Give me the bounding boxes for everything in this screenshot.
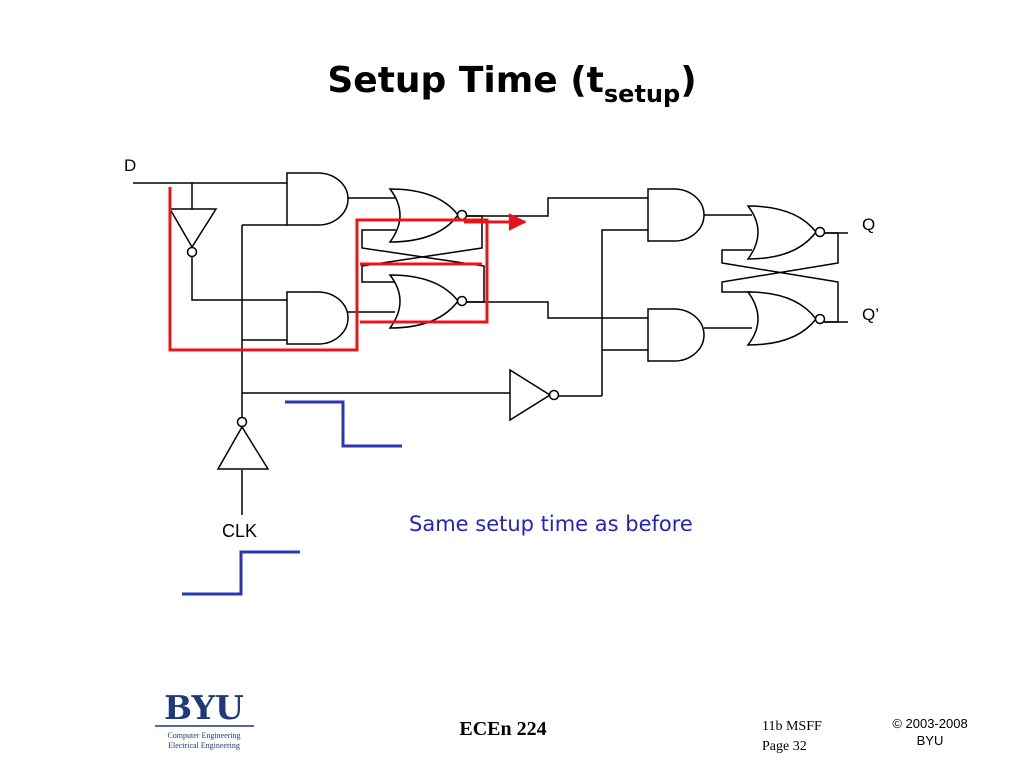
clock-waveform-rising (182, 550, 300, 596)
slide-ref: 11b MSFF (762, 719, 822, 734)
nor-gate-1 (388, 188, 468, 243)
nor-gate-3 (746, 205, 826, 260)
and-gate-4 (647, 308, 705, 362)
circuit-wires (133, 182, 848, 515)
copyright-line1: © 2003-2008 (892, 716, 967, 731)
and-gate-1 (286, 172, 349, 226)
logo-text: BYU (164, 688, 244, 727)
page-number: Page 32 (762, 739, 807, 754)
byu-logo: BYU Computer Engineering Electrical Engi… (155, 688, 254, 750)
clock-waveform-falling (285, 400, 402, 448)
clk-buffer (216, 416, 270, 470)
nor-gate-2 (388, 274, 468, 329)
label-q-bar: Q’ (862, 305, 879, 324)
and-gate-3 (647, 188, 705, 242)
label-clk: CLK (222, 521, 257, 541)
label-q: Q (862, 215, 875, 234)
annotation-text: Same setup time as before (409, 512, 693, 536)
slide-title: Setup Time (tsetup) (327, 60, 696, 108)
d-inverter (168, 208, 218, 258)
and-gate-2 (286, 291, 349, 345)
course-name: ECEn 224 (459, 718, 546, 740)
nor-gate-4 (746, 291, 826, 346)
logo-line2: Electrical Engineering (168, 741, 240, 750)
clock-inverter (509, 368, 560, 422)
gates (168, 172, 826, 470)
setup-path-highlight (168, 187, 527, 352)
copyright-line2: BYU (917, 733, 944, 748)
label-d: D (124, 156, 136, 175)
logo-line1: Computer Engineering (167, 731, 240, 740)
